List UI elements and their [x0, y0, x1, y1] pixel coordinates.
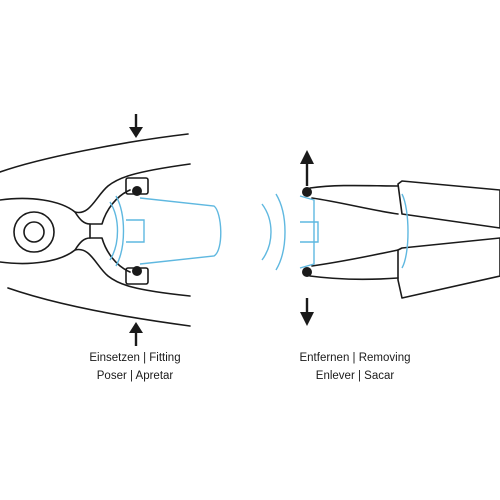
- removing-label-line2: Enlever | Sacar: [315, 370, 395, 382]
- fitting-caps: [132, 186, 142, 276]
- part-front: [299, 195, 315, 269]
- part-body: [139, 197, 222, 265]
- press-arrow-bottom: [129, 322, 143, 346]
- fitting-part: [109, 195, 222, 267]
- fitting-tool: [0, 133, 191, 327]
- fitting-caption: Einsetzen | Fitting Poser | Apretar: [60, 349, 210, 385]
- part-tip: [126, 219, 145, 243]
- fitting-label-line1: Einsetzen | Fitting: [89, 352, 181, 364]
- handle-outer-top: [0, 133, 189, 173]
- removing-caption: Entfernen | Removing Enlever | Sacar: [280, 349, 430, 385]
- removing-tool: [309, 180, 500, 299]
- lens-arc-r: [275, 193, 286, 271]
- fitting-label-line2: Poser | Apretar: [96, 370, 174, 382]
- jaw-body-bottom: [74, 237, 131, 273]
- spread-arrow-top: [300, 150, 314, 186]
- jaw-lower-inner: [311, 249, 399, 267]
- lens-arc: [115, 195, 125, 267]
- cap-bottom-r: [302, 267, 312, 277]
- part-tip-r: [300, 221, 319, 243]
- cap-bottom: [132, 266, 142, 276]
- removing-label-line1: Entfernen | Removing: [299, 352, 411, 364]
- pivot-inner: [23, 221, 45, 243]
- spread-arrow-bottom: [300, 298, 314, 326]
- jaw-upper-inner: [311, 197, 399, 215]
- removing-caps: [302, 187, 312, 277]
- jaw-inner-top: [0, 163, 191, 214]
- jaw-inner-bottom: [0, 248, 191, 297]
- jaw-lower-outer: [309, 275, 399, 281]
- handle-outer-bottom: [7, 287, 191, 327]
- cap-top-r: [302, 187, 312, 197]
- part-right: [401, 193, 409, 269]
- jaw-upper-outer: [309, 184, 399, 189]
- removing-part: [261, 193, 409, 271]
- wave-arc-1: [109, 201, 119, 261]
- wave-arc-r1: [261, 203, 272, 261]
- pivot-outer: [13, 211, 55, 253]
- sleeve-lower: [397, 237, 500, 299]
- cap-top: [132, 186, 142, 196]
- jaw-body-top: [74, 189, 131, 225]
- press-arrow-top: [129, 114, 143, 138]
- sleeve-upper: [397, 180, 500, 229]
